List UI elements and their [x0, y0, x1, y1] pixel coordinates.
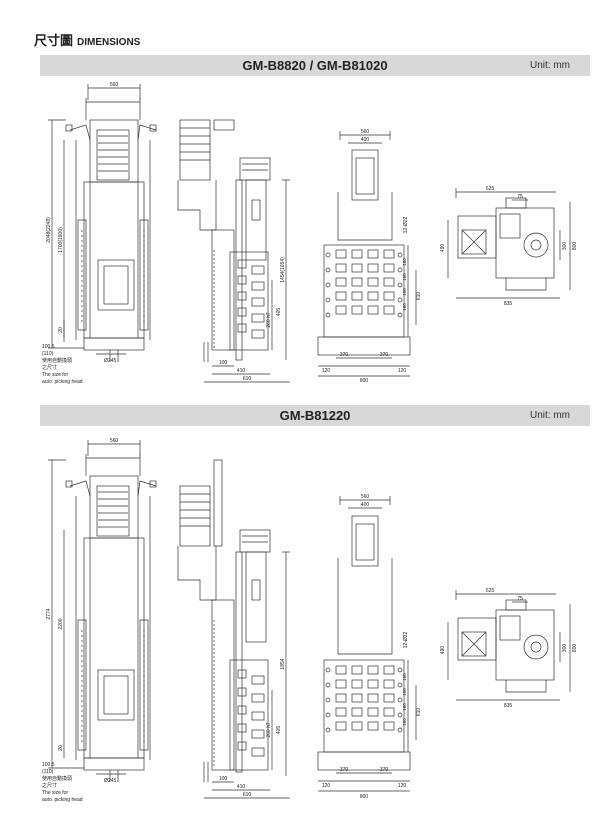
model-name: GM-B81220 [279, 408, 351, 423]
dim-side-height: 1454(1654) [280, 257, 286, 283]
dim-top-width: 560 [110, 438, 119, 444]
plan-pitch-2: 160 [402, 688, 407, 696]
dim-410: 410 [237, 368, 246, 374]
section-header-2: GM-B81220 Unit: mm [40, 405, 590, 426]
side-view: 1854 260 h7 405 100 410 610 [177, 459, 290, 799]
dim-410: 410 [237, 784, 246, 790]
top-625: 625 [486, 186, 495, 192]
plan-margin-r: 120 [398, 368, 407, 374]
plan-left: 370 [340, 352, 349, 358]
plan-depth: 610 [416, 708, 422, 717]
plan-pitch-4: 160 [402, 718, 407, 726]
drawing-section-1: 560 2048(2248) 1700(1900) 20 100.5 (110)… [42, 82, 578, 385]
note-2: (110) [42, 769, 54, 775]
unit-label: Unit: mm [530, 410, 570, 421]
note-2: (110) [42, 351, 54, 357]
note-1: 100.5 [42, 762, 55, 768]
plan-inner: 400 [361, 502, 370, 508]
plan-pitch-2: 160 [402, 273, 407, 281]
top-800: 800 [572, 242, 578, 251]
top-view: 625 75 490 300 800 835 [440, 588, 578, 709]
top-300: 300 [562, 242, 568, 251]
dim-100: 100 [219, 360, 228, 366]
plan-left: 370 [340, 767, 349, 773]
top-view: 625 75 490 300 800 835 [440, 186, 578, 307]
dim-ram: 260 h7 [266, 722, 272, 738]
title-cn: 尺寸圖 [34, 33, 74, 48]
dim-side-height: 1854 [280, 658, 286, 669]
plan-view: 560 400 12-Ø22 160 160 160 160 610 370 3… [317, 129, 422, 384]
top-800: 800 [572, 644, 578, 653]
top-75: 75 [517, 596, 523, 602]
plan-right: 370 [380, 352, 389, 358]
front-view: 560 2048(2248) 1700(1900) 20 100.5 (110)… [42, 82, 157, 385]
note-1: 100.5 [42, 344, 55, 350]
plan-depth: 610 [416, 292, 422, 301]
note-6: auto. picking head [42, 797, 83, 803]
plan-slot: 12-Ø22 [403, 631, 409, 648]
plan-margin-l: 120 [322, 368, 331, 374]
plan-slot: 12-Ø22 [403, 216, 409, 233]
top-75: 75 [517, 194, 523, 200]
dim-diameter: Ø245 [104, 778, 116, 784]
plan-pitch-3: 160 [402, 703, 407, 711]
plan-width: 560 [361, 494, 370, 500]
note-5: The size for [42, 372, 68, 378]
dim-100: 100 [219, 776, 228, 782]
dim-height2: 2200 [58, 618, 64, 629]
plan-inner: 400 [361, 137, 370, 143]
dim-610: 610 [243, 376, 252, 382]
section-header-1: GM-B8820 / GM-B81020 Unit: mm [40, 55, 590, 76]
front-view: 560 2774 2200 20 100.5 (110) 使用自動換頭 之尺寸 … [42, 438, 157, 803]
model-name: GM-B8820 / GM-B81020 [242, 58, 388, 73]
note-4: 之尺寸 [42, 782, 57, 789]
dim-405: 405 [276, 726, 282, 735]
dim-ram: 260 h7 [266, 312, 272, 328]
dim-top-width: 560 [110, 82, 119, 88]
dim-405: 405 [276, 308, 282, 317]
note-3: 使用自動換頭 [42, 775, 72, 782]
note-3: 使用自動換頭 [42, 357, 72, 364]
plan-pitch-1: 160 [402, 258, 407, 266]
dim-20: 20 [58, 327, 64, 333]
dim-610: 610 [243, 792, 252, 798]
plan-right: 370 [380, 767, 389, 773]
plan-pitch-4: 160 [402, 303, 407, 311]
note-6: auto. picking head [42, 379, 83, 385]
top-490: 490 [440, 646, 446, 655]
plan-margin-r: 120 [398, 783, 407, 789]
note-4: 之尺寸 [42, 364, 57, 371]
plan-view: 560 400 12-Ø22 160 160 160 160 610 370 3… [317, 494, 422, 800]
dim-height2: 1700(1900) [58, 227, 64, 253]
plan-base: 800 [360, 794, 369, 800]
plan-margin-l: 120 [322, 783, 331, 789]
plan-pitch-1: 160 [402, 673, 407, 681]
top-625: 625 [486, 588, 495, 594]
note-5: The size for [42, 790, 68, 796]
title-en: DIMENSIONS [77, 37, 141, 48]
top-835: 835 [504, 301, 513, 307]
top-835: 835 [504, 703, 513, 709]
side-view: 1454(1654) 260 h7 405 100 410 610 [177, 119, 290, 383]
drawing-section-2: 560 2774 2200 20 100.5 (110) 使用自動換頭 之尺寸 … [42, 438, 578, 803]
top-300: 300 [562, 644, 568, 653]
dim-overall-height: 2774 [46, 608, 52, 619]
dim-20: 20 [58, 745, 64, 751]
dim-diameter: Ø245 [104, 358, 116, 364]
top-490: 490 [440, 244, 446, 253]
unit-label: Unit: mm [530, 60, 570, 71]
dim-overall-height: 2048(2248) [46, 217, 52, 243]
plan-pitch-3: 160 [402, 288, 407, 296]
plan-width: 560 [361, 129, 370, 135]
plan-base: 800 [360, 378, 369, 384]
